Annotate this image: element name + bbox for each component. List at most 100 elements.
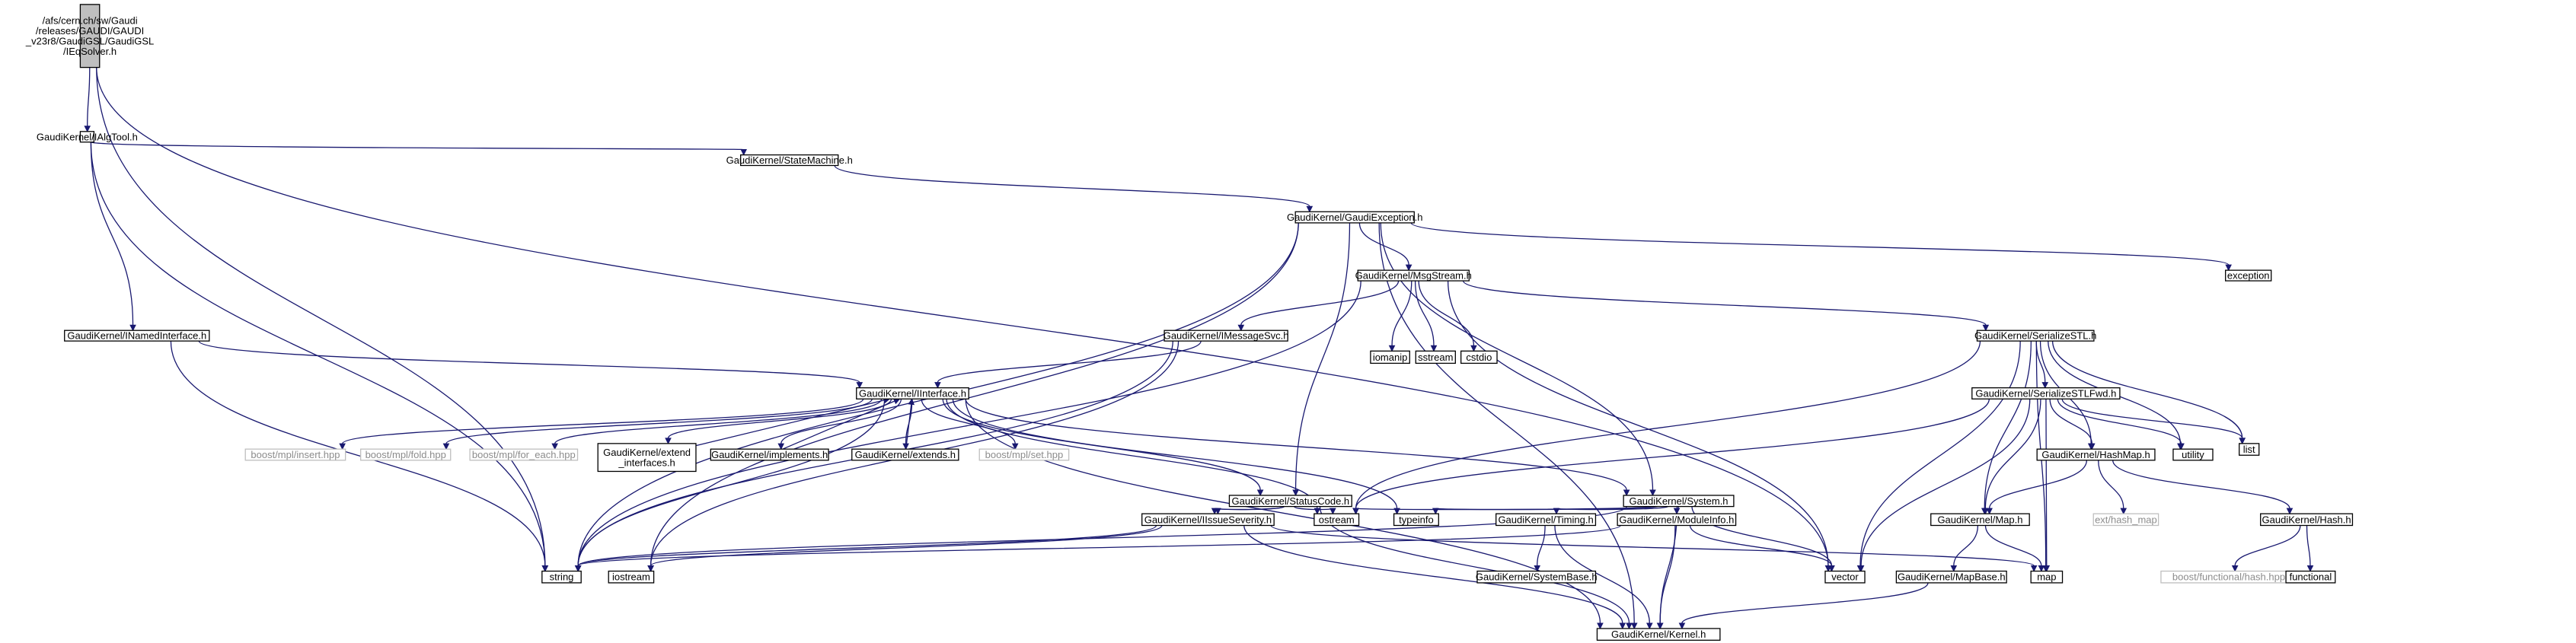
node-statuscode[interactable]: GaudiKernel/StatusCode.h [1228, 495, 1352, 508]
edge-arrowhead [777, 443, 785, 450]
node-box [360, 448, 452, 461]
node-root[interactable]: /afs/cern.ch/sw/Gaudi/releases/GAUDI/GAU… [25, 4, 154, 68]
node-serializestl[interactable]: GaudiKernel/SerializeSTL.h [1974, 329, 2096, 342]
node-mapbase[interactable]: GaudiKernel/MapBase.h [1895, 570, 2007, 584]
node-label: GaudiKernel/IIssueSeverity.h [1144, 514, 1272, 525]
edge-serializestl-to-ostream [1352, 341, 1981, 515]
node-box [1294, 211, 1415, 224]
node-fold[interactable]: boost/mpl/fold.hpp [360, 448, 452, 461]
edge-line [1270, 524, 2035, 567]
node-sstream[interactable]: sstream [1415, 350, 1456, 364]
node-label: exception [2227, 270, 2270, 282]
node-ialgtool[interactable]: GaudiKernel/IAlgTool.h [37, 131, 138, 143]
node-timing[interactable]: GaudiKernel/Timing.h [1495, 513, 1597, 527]
node-implements[interactable]: GaudiKernel/implements.h [710, 448, 829, 461]
edge-arrowhead [856, 382, 863, 389]
node-serializestlfwd[interactable]: GaudiKernel/SerializeSTLFwd.h [1971, 387, 2121, 399]
node-moduleinfo[interactable]: GaudiKernel/ModuleInfo.h [1617, 513, 1737, 527]
node-label: GaudiKernel/IMessageSvc.h [1164, 330, 1289, 342]
node-box [597, 443, 697, 473]
node-functional[interactable]: functional [2285, 570, 2336, 584]
node-label: GaudiKernel/Kernel.h [1611, 629, 1706, 640]
node-iomanip[interactable]: iomanip [1370, 350, 1410, 364]
node-imessagesvc[interactable]: GaudiKernel/IMessageSvc.h [1164, 329, 1289, 342]
edge-hashmap-to-exthashmap [2098, 460, 2128, 515]
edge-line [96, 67, 1829, 566]
node-system[interactable]: GaudiKernel/System.h [1623, 495, 1735, 508]
edge-arrowhead [2286, 508, 2294, 515]
edge-line [1953, 525, 1979, 566]
edge-line [1554, 525, 1650, 623]
node-label: vector [1831, 571, 1859, 583]
edge-line [780, 399, 902, 444]
node-label: GaudiKernel/INamedInterface.h [67, 330, 206, 342]
edge-arrowhead [1011, 443, 1019, 450]
edge-arrowhead [1553, 508, 1560, 515]
node-insert[interactable]: boost/mpl/insert.hpp [244, 448, 346, 461]
edge-line [965, 399, 1627, 491]
node-label: GaudiKernel/MsgStream.h [1355, 270, 1472, 282]
node-foreach[interactable]: boost/mpl/for_each.hpp [469, 448, 579, 461]
node-box [2285, 570, 2336, 584]
edge-serializestlfwd-to-utility [2057, 399, 2185, 450]
node-statemachine[interactable]: GaudiKernel/StateMachine.h [726, 154, 853, 167]
node-kernel[interactable]: GaudiKernel/Kernel.h [1596, 628, 1721, 641]
edge-map_h-to-map [1984, 525, 2045, 572]
node-hash[interactable]: GaudiKernel/Hash.h [2260, 513, 2354, 527]
node-iostream[interactable]: iostream [608, 570, 655, 584]
edge-line [87, 67, 91, 126]
node-vector[interactable]: vector [1824, 570, 1866, 584]
node-inamedinterface[interactable]: GaudiKernel/INamedInterface.h [64, 329, 210, 342]
node-extendinterfaces[interactable]: GaudiKernel/extend_interfaces.h [597, 443, 697, 473]
node-label: GaudiKernel/StateMachine.h [726, 154, 853, 166]
node-iinterface[interactable]: GaudiKernel/IInterface.h [856, 387, 969, 399]
edge-line [341, 398, 864, 444]
node-label: utility [2182, 449, 2204, 460]
edge-iinterface-to-statuscode [942, 399, 1264, 497]
node-box [740, 154, 839, 167]
edge-arrowhead [2225, 264, 2232, 272]
node-gaudiexception[interactable]: GaudiKernel/GaudiException.h [1287, 211, 1423, 224]
node-map[interactable]: map [2030, 570, 2064, 584]
edge-arrowhead [1986, 508, 1993, 515]
edge-arrowhead [541, 565, 549, 572]
node-extends[interactable]: GaudiKernel/extends.h [851, 448, 959, 461]
node-boosthash[interactable]: boost/functional/hash.hpp [2160, 570, 2297, 584]
node-label: functional [2290, 571, 2332, 583]
node-label: GaudiKernel/Hash.h [2262, 514, 2351, 525]
edge-line [577, 524, 1621, 567]
edge-arrowhead [1329, 508, 1336, 515]
edge-arrowhead [665, 438, 672, 444]
node-label: GaudiKernel/SystemBase.h [1476, 571, 1598, 583]
node-label: GaudiKernel/SerializeSTLFwd.h [1975, 387, 2116, 399]
node-hashmap[interactable]: GaudiKernel/HashMap.h [2036, 448, 2156, 461]
node-box [1930, 513, 2030, 527]
node-msgstream[interactable]: GaudiKernel/MsgStream.h [1355, 269, 1472, 282]
node-label: ext/hash_map [2095, 514, 2157, 525]
node-utility[interactable]: utility [2172, 448, 2214, 461]
node-typeinfo[interactable]: typeinfo [1393, 513, 1439, 527]
edge-line [1689, 525, 1832, 566]
node-label: /IEqSolver.h [63, 46, 117, 57]
edge-arrowhead [84, 126, 91, 132]
node-ostream[interactable]: ostream [1314, 513, 1360, 527]
node-box [1314, 513, 1360, 527]
edge-line [1556, 505, 1669, 511]
node-iseverity[interactable]: GaudiKernel/IIssueSeverity.h [1141, 513, 1275, 527]
node-systembase[interactable]: GaudiKernel/SystemBase.h [1476, 570, 1598, 584]
node-box [2239, 443, 2260, 456]
node-box [1141, 513, 1275, 527]
node-label: GaudiKernel/IInterface.h [859, 387, 966, 399]
node-exception[interactable]: exception [2225, 269, 2272, 282]
node-label: boost/mpl/set.hpp [985, 449, 1064, 460]
edge-statuscode-to-iseverity [1211, 505, 1285, 515]
node-list[interactable]: list [2239, 443, 2260, 456]
node-map_h[interactable]: GaudiKernel/Map.h [1930, 513, 2030, 527]
node-string[interactable]: string [541, 570, 582, 584]
node-exthashmap[interactable]: ext/hash_map [2092, 513, 2159, 527]
node-set[interactable]: boost/mpl/set.hpp [978, 448, 1070, 461]
node-box [1228, 495, 1352, 508]
edge-arrowhead [1828, 565, 1835, 572]
edge-arrowhead [574, 565, 582, 572]
node-cstdio[interactable]: cstdio [1460, 350, 1498, 364]
